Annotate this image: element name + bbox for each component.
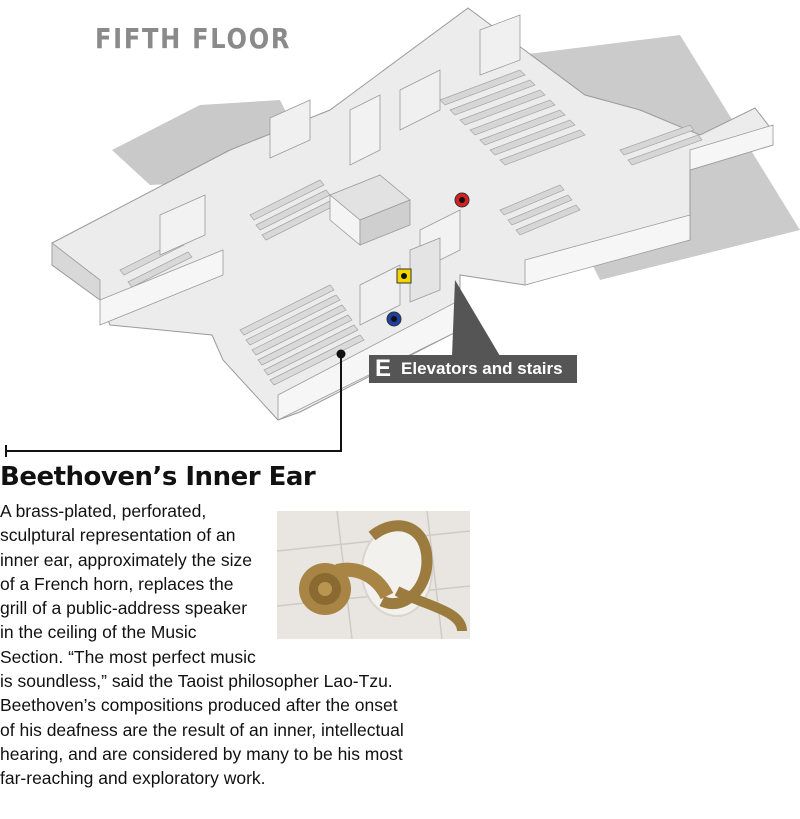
inner-ear-sculpture-photo	[277, 511, 470, 639]
wall-west-end	[51, 242, 101, 301]
wall-south-west	[99, 249, 224, 326]
elevators-label: Elevators and stairs	[401, 359, 563, 378]
blue-marker-center	[391, 316, 397, 322]
floor-title: FIFTH FLOOR	[95, 22, 292, 55]
central-stacks	[439, 69, 586, 166]
floor-plan-diagram	[5, 7, 800, 457]
yellow-marker-center	[401, 273, 407, 279]
feature-body-text: A brass-plated, perforated, sculptural r…	[0, 501, 404, 789]
interior-rooms	[159, 14, 521, 326]
elevators-callout: E Elevators and stairs	[369, 355, 577, 383]
left-stacks	[119, 179, 337, 288]
feature-title: Beethoven’s Inner Ear	[0, 462, 316, 492]
photo-spacer	[260, 499, 405, 649]
feature-body: A brass-plated, perforated, sculptural r…	[0, 499, 405, 791]
music-stacks	[239, 284, 365, 386]
red-marker-center	[459, 197, 465, 203]
black-marker	[336, 349, 346, 359]
elevator-letter: E	[375, 355, 392, 382]
wall-east-end	[689, 124, 774, 171]
elevator-callout-wedge	[452, 280, 500, 356]
wall-east-wing	[524, 214, 691, 286]
leader-line	[6, 354, 342, 452]
right-stacks	[499, 124, 703, 236]
